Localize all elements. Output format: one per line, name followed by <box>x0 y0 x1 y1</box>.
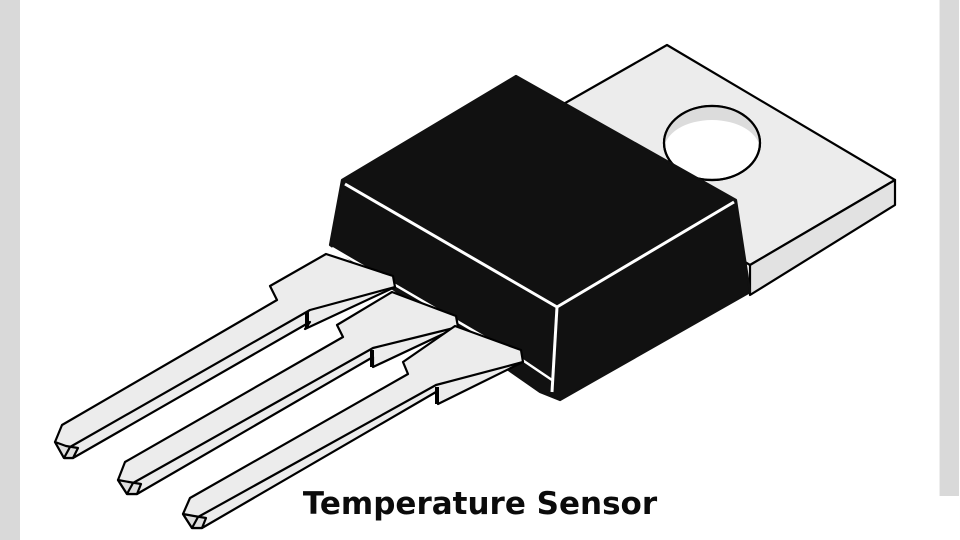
left-border-bar <box>0 0 20 540</box>
mounting-hole <box>662 104 762 182</box>
lead-2 <box>116 290 460 496</box>
mounting-tab <box>558 43 897 297</box>
figure-caption: Temperature Sensor <box>302 486 658 522</box>
right-border-bar <box>939 0 959 496</box>
lead-3 <box>181 324 525 530</box>
lead-1 <box>53 252 397 460</box>
